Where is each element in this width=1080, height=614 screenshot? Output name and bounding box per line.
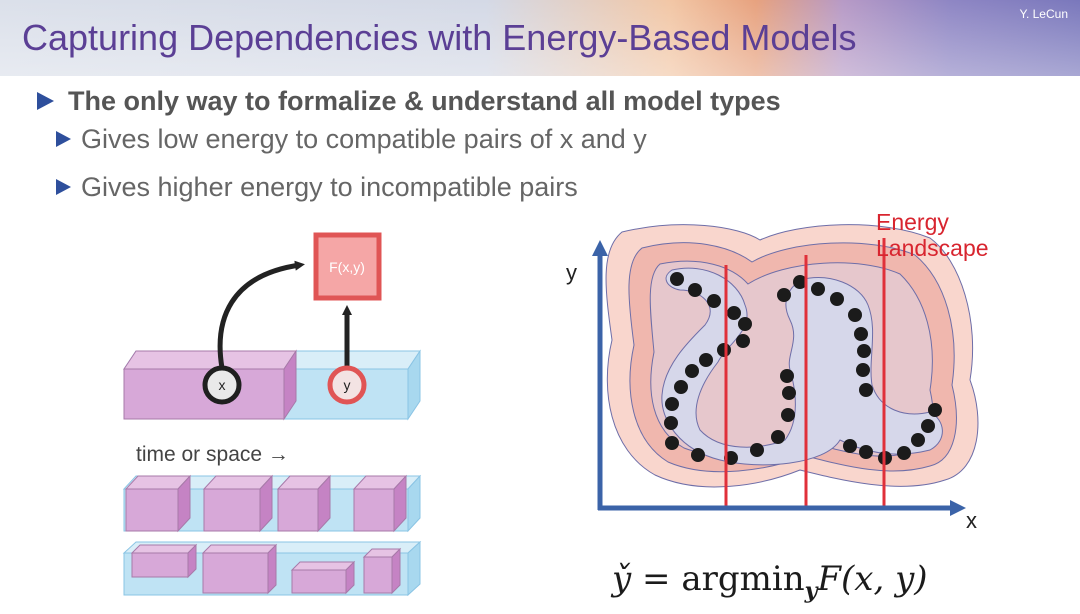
sequence-band	[123, 349, 421, 421]
x-variable-node	[202, 365, 242, 405]
energy-landscape-label-line1: Energy	[876, 209, 949, 235]
inference-formula: y̌ = argminyF(x, y)	[610, 559, 928, 604]
formula-y-check: y̌	[610, 559, 632, 599]
bullet-sub-2-text: Gives higher energy to incompatible pair…	[81, 172, 578, 202]
example-sequence-2	[122, 540, 422, 597]
training-samples	[664, 272, 942, 465]
bullet-sub-2: Gives higher energy to incompatible pair…	[56, 172, 578, 203]
bullet-sub-1-text: Gives low energy to compatible pairs of …	[81, 124, 647, 154]
formula-argmin: = argmin	[631, 559, 804, 599]
y-axis-label: y	[566, 260, 577, 285]
author-credit: Y. LeCun	[1019, 7, 1069, 21]
energy-landscape-contours	[605, 224, 979, 488]
energy-function-label: F(x,y)	[329, 259, 365, 275]
x-data-block	[123, 349, 297, 421]
x-variable-label: x	[219, 377, 226, 393]
formula-subscript: y	[804, 578, 820, 604]
x-value-lines	[724, 238, 886, 510]
header-background	[0, 0, 1080, 76]
x-axis-label: x	[966, 508, 977, 533]
energy-landscape-label-line2: Landscape	[876, 235, 989, 261]
bullet-main-text: The only way to formalize & understand a…	[68, 86, 781, 116]
slide-header: Capturing Dependencies with Energy-Based…	[0, 0, 1080, 76]
y-variable-label: y	[344, 377, 351, 393]
bullet-marker-icon	[56, 178, 71, 195]
slide-title: Capturing Dependencies with Energy-Based…	[22, 17, 857, 58]
bullet-marker-icon	[56, 130, 71, 147]
x-to-f-arrow	[217, 260, 305, 369]
bullet-marker-icon	[37, 91, 54, 110]
y-variable-node	[327, 365, 367, 405]
bullet-main: The only way to formalize & understand a…	[37, 86, 781, 117]
example-sequence-1	[122, 474, 422, 533]
energy-function-box	[313, 232, 382, 301]
axis-caption: time or space →	[136, 443, 289, 466]
formula-energy: F(x, y)	[816, 559, 927, 599]
bullet-sub-1: Gives low energy to compatible pairs of …	[56, 124, 647, 155]
energy-landscape-label: Energy Landscape	[876, 209, 989, 261]
